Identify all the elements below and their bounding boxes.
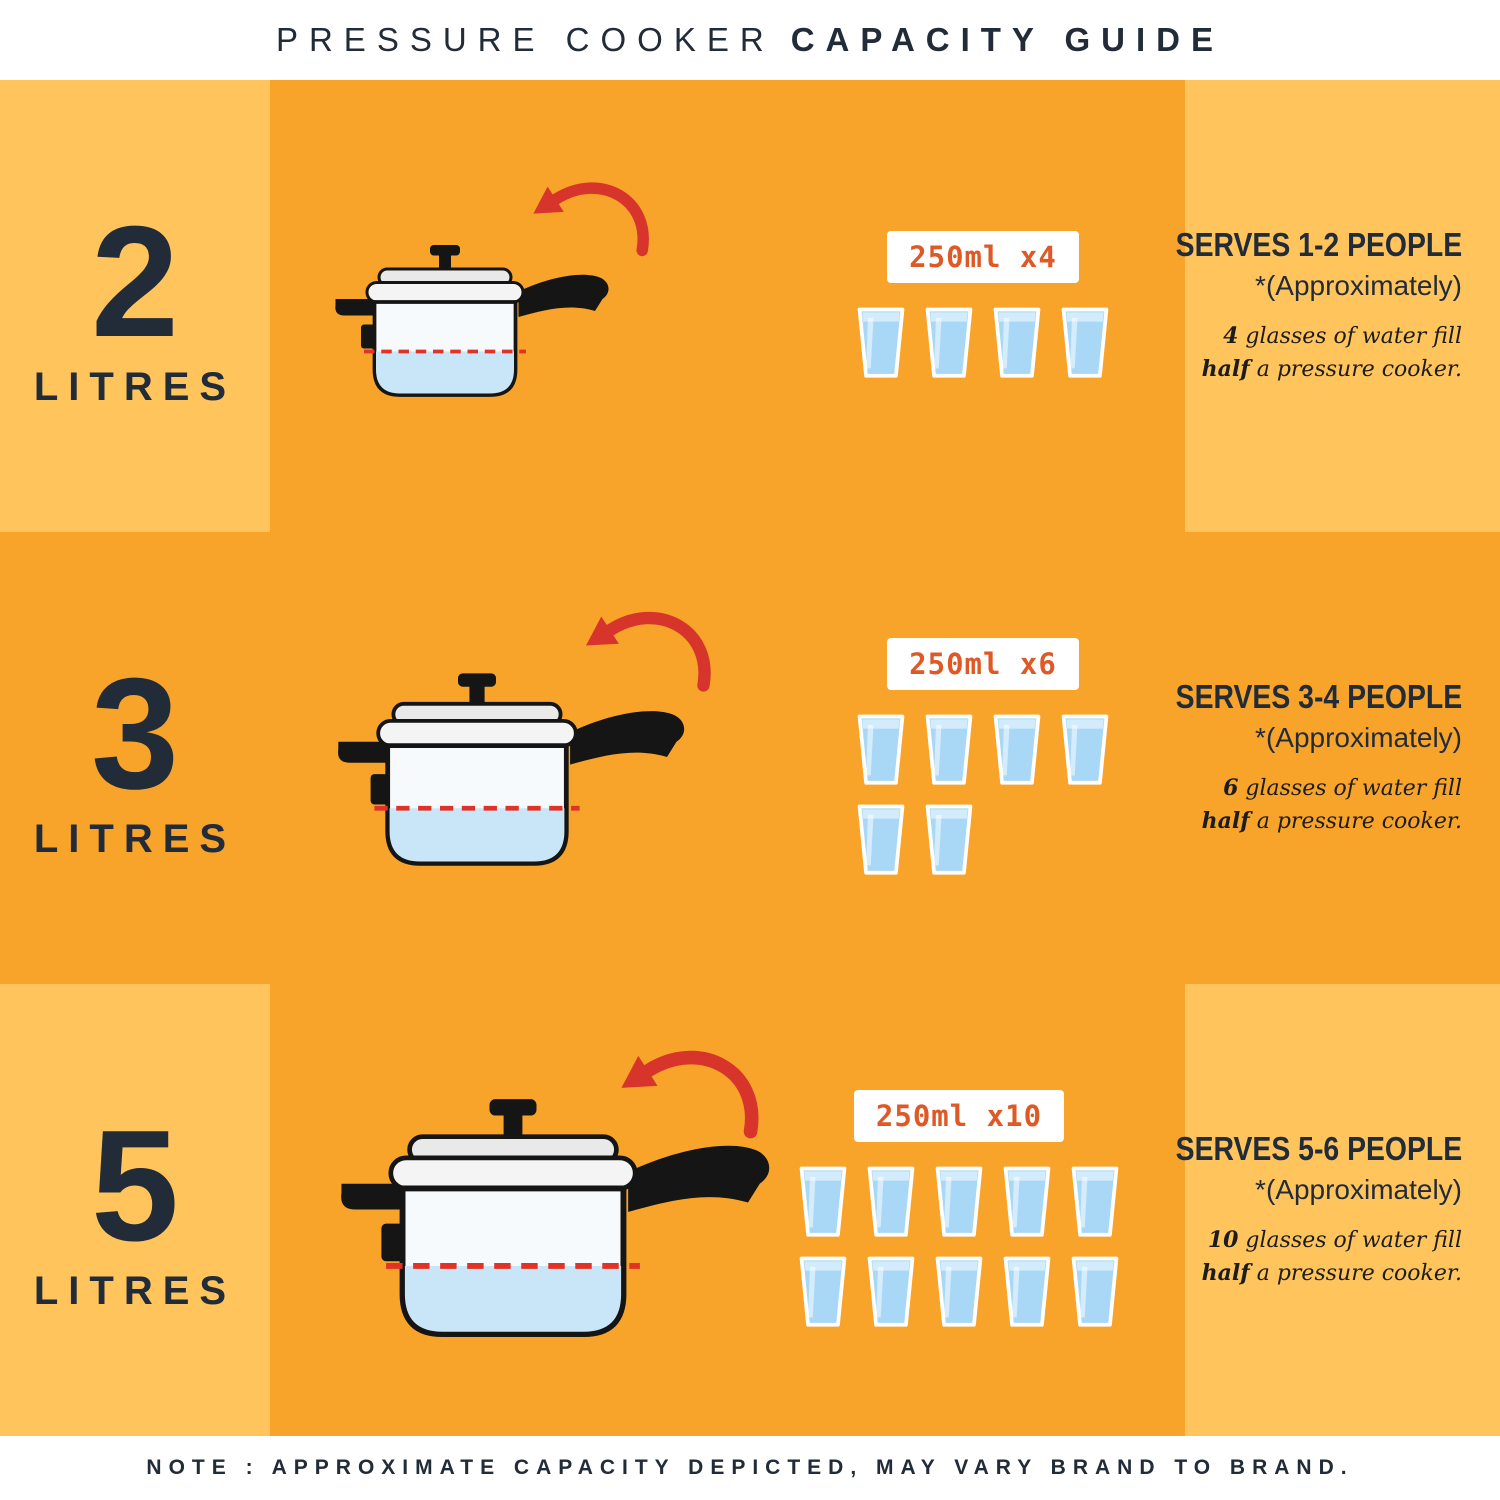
size-number: 3 <box>91 645 179 822</box>
water-glasses-group <box>853 710 1113 879</box>
serving-info-5l: SERVES 5-6 PEOPLE *(Approximately) 10 gl… <box>1175 984 1500 1436</box>
water-glass-icon <box>989 710 1045 788</box>
size-number: 2 <box>91 193 179 370</box>
water-glass-icon <box>921 303 977 381</box>
glass-row <box>853 303 1113 381</box>
note-line1: glasses of water fill <box>1238 324 1462 349</box>
serves-heading: SERVES 3-4 PEOPLE <box>1175 678 1462 715</box>
pressure-cooker-illustration <box>325 182 649 431</box>
capacity-row-5-litres: 5 LITRES 250ml x10 <box>0 984 1500 1436</box>
footer-note: NOTE : APPROXIMATE CAPACITY DEPICTED, MA… <box>146 1456 1354 1479</box>
size-label-2l: 2 LITRES <box>0 80 270 532</box>
serves-heading: SERVES 1-2 PEOPLE <box>1175 226 1462 263</box>
pressure-cooker-icon <box>325 236 625 431</box>
illustration-area-5l: 250ml x10 <box>270 984 1185 1436</box>
water-glass-icon <box>931 1162 987 1240</box>
note-line1: glasses of water fill <box>1238 776 1462 801</box>
glasses-zone: 250ml x4 <box>853 230 1113 381</box>
glasses-note: 4 glasses of water fill half a pressure … <box>1202 320 1462 386</box>
pressure-cooker-icon <box>325 1085 795 1391</box>
note-count: 6 <box>1223 775 1239 801</box>
water-glass-icon <box>853 303 909 381</box>
glasses-zone: 250ml x6 <box>853 637 1113 879</box>
title-regular: PRESSURE COOKER <box>275 21 775 58</box>
note-line2: a pressure cooker. <box>1249 357 1462 382</box>
water-glass-icon <box>795 1162 851 1240</box>
water-glass-icon <box>863 1162 919 1240</box>
water-glass-icon <box>853 710 909 788</box>
water-glass-icon <box>1057 303 1113 381</box>
glass-row <box>853 710 1113 788</box>
glass-row <box>795 1162 1123 1240</box>
note-half: half <box>1201 1260 1250 1286</box>
pressure-cooker-icon <box>325 662 705 909</box>
pressure-cooker-illustration <box>325 1050 795 1391</box>
glass-row <box>795 1252 1123 1330</box>
volume-badge: 250ml x10 <box>853 1089 1065 1142</box>
footer: NOTE : APPROXIMATE CAPACITY DEPICTED, MA… <box>0 1436 1500 1500</box>
illustration-area-3l: 250ml x6 <box>270 532 1185 984</box>
water-glass-icon <box>999 1162 1055 1240</box>
serving-info-2l: SERVES 1-2 PEOPLE *(Approximately) 4 gla… <box>1175 80 1500 532</box>
approx-label: *(Approximately) <box>1255 270 1462 301</box>
water-glass-icon <box>1067 1252 1123 1330</box>
water-glass-icon <box>863 1252 919 1330</box>
serving-info-3l: SERVES 3-4 PEOPLE *(Approximately) 6 gla… <box>1175 532 1500 984</box>
size-unit: LITRES <box>33 1268 237 1313</box>
size-label-3l: 3 LITRES <box>0 532 270 984</box>
water-glass-icon <box>989 303 1045 381</box>
illustration-area-2l: 250ml x4 <box>270 80 1185 532</box>
volume-badge: 250ml x6 <box>887 637 1079 690</box>
glasses-note: 10 glasses of water fill half a pressure… <box>1202 1224 1462 1290</box>
title-bold: CAPACITY GUIDE <box>790 21 1225 58</box>
water-glass-icon <box>921 710 977 788</box>
note-line1: glasses of water fill <box>1238 1228 1462 1253</box>
water-glass-icon <box>795 1252 851 1330</box>
size-unit: LITRES <box>33 816 237 861</box>
header: PRESSURE COOKER CAPACITY GUIDE <box>0 0 1500 80</box>
size-unit: LITRES <box>33 364 237 409</box>
glasses-zone: 250ml x10 <box>795 1089 1123 1331</box>
red-arrow-icon <box>583 1029 761 1155</box>
note-line2: a pressure cooker. <box>1249 809 1462 834</box>
water-glass-icon <box>921 800 977 878</box>
red-arrow-icon <box>501 164 651 270</box>
water-glass-icon <box>1057 710 1113 788</box>
glass-row <box>853 800 977 878</box>
water-glass-icon <box>999 1252 1055 1330</box>
note-line2: a pressure cooker. <box>1249 1261 1462 1286</box>
water-glasses-group <box>795 1162 1123 1331</box>
serves-heading: SERVES 5-6 PEOPLE <box>1175 1130 1462 1167</box>
note-half: half <box>1201 808 1250 834</box>
note-count: 4 <box>1223 323 1239 349</box>
note-half: half <box>1201 356 1250 382</box>
pressure-cooker-illustration <box>325 611 711 909</box>
water-glass-icon <box>931 1252 987 1330</box>
capacity-row-2-litres: 2 LITRES 250ml x4 SERVES 1- <box>0 80 1500 532</box>
glasses-note: 6 glasses of water fill half a pressure … <box>1202 772 1462 838</box>
size-number: 5 <box>91 1097 179 1274</box>
water-glasses-group <box>853 303 1113 381</box>
approx-label: *(Approximately) <box>1255 1174 1462 1205</box>
size-label-5l: 5 LITRES <box>0 984 270 1436</box>
water-glass-icon <box>853 800 909 878</box>
water-glass-icon <box>1067 1162 1123 1240</box>
volume-badge: 250ml x4 <box>887 230 1079 283</box>
capacity-row-3-litres: 3 LITRES 250ml x6 <box>0 532 1500 984</box>
red-arrow-icon <box>551 592 713 706</box>
approx-label: *(Approximately) <box>1255 722 1462 753</box>
note-count: 10 <box>1207 1227 1239 1253</box>
